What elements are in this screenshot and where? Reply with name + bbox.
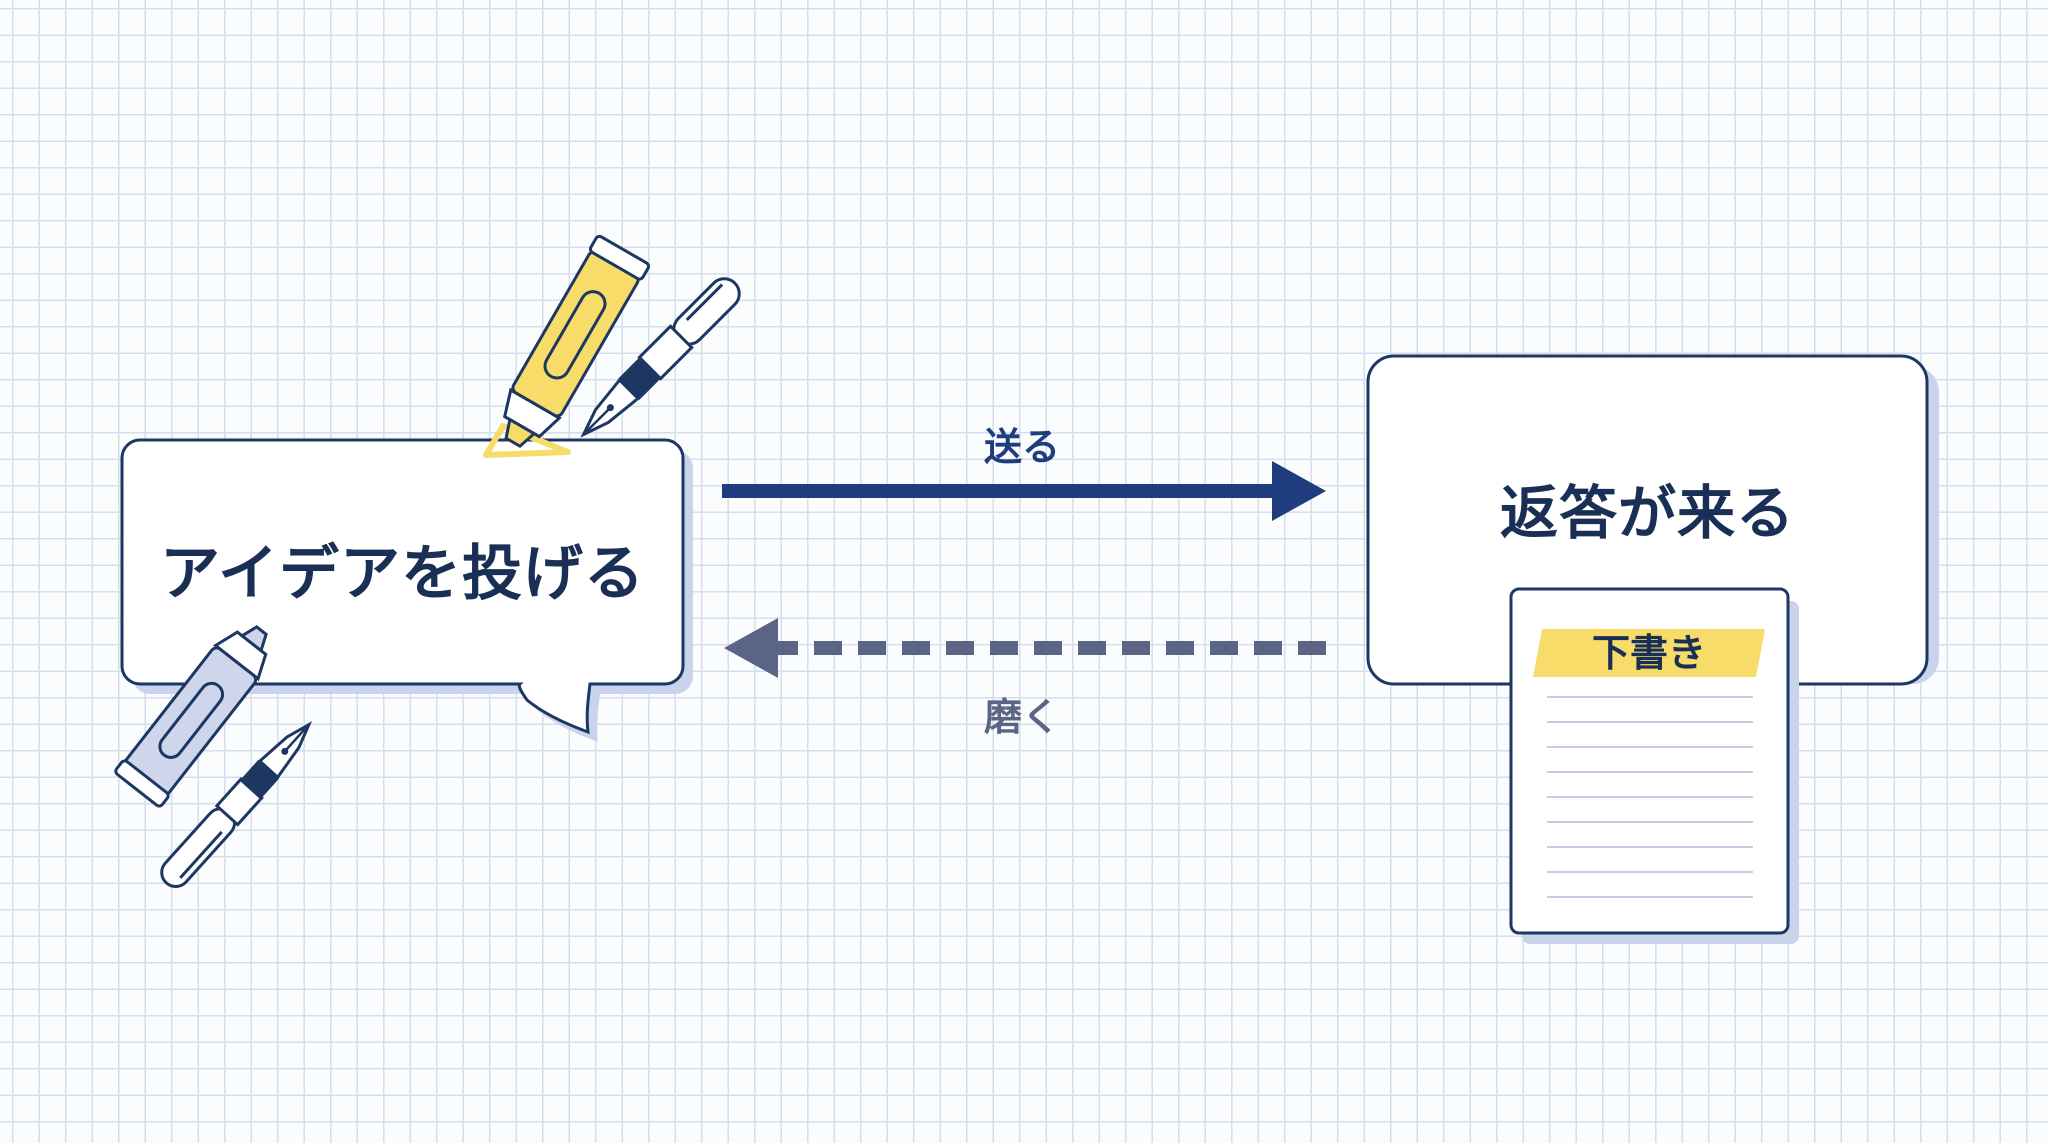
draft-text-lines — [1547, 696, 1753, 898]
draft-highlight-band — [1533, 629, 1765, 677]
idea-bubble-label: アイデアを投げる — [160, 539, 645, 609]
yellow-highlighter-icon — [502, 234, 651, 449]
polish-arrow-dashed — [724, 618, 1326, 678]
draft-label: 下書き — [1591, 631, 1706, 675]
response-box-label: 返答が来る — [1499, 479, 1795, 547]
fountain-pen-icon — [580, 277, 741, 438]
fountain-pen-bottom-icon — [160, 721, 313, 888]
blue-marker-icon — [114, 625, 268, 808]
draft-document — [1509, 587, 1799, 944]
yellow-highlight-stroke — [483, 423, 571, 458]
idea-bubble — [120, 438, 693, 742]
send-arrow — [722, 461, 1326, 521]
polish-arrow-label: 磨く — [983, 695, 1060, 739]
send-arrow-label: 送る — [983, 425, 1060, 469]
